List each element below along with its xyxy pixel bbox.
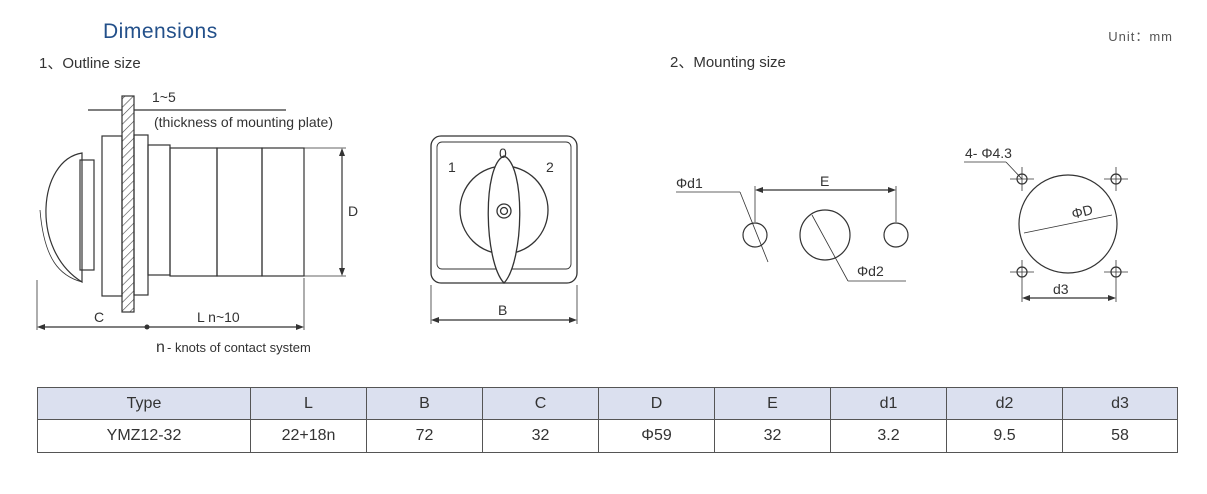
mounting-holes-square [964,161,1128,302]
bezel [101,135,123,297]
cell-d2: 9.5 [946,419,1063,453]
front-view [430,135,578,324]
header-d1: d1 [830,387,947,420]
plate-thickness-note: (thickness of mounting plate) [154,114,333,130]
cell-L: 22+18n [250,419,367,453]
header-C: C [482,387,599,420]
cell-D: Φ59 [598,419,715,453]
mount-label-holes: 4- Φ4.3 [965,145,1012,161]
cell-d1: 3.2 [830,419,947,453]
n-symbol: n [156,339,165,356]
position-2: 2 [546,159,554,175]
header-d3: d3 [1062,387,1178,420]
outline-dimension-D: D [348,203,358,219]
contact-deck-1 [169,147,218,277]
mount-label-D: ΦD [1070,201,1095,222]
contact-deck-2 [216,147,263,277]
header-D: D [598,387,715,420]
plate-thickness-range: 1~5 [152,89,176,105]
mount-label-d1: Φd1 [676,175,703,191]
outline-dimension-C: C [94,309,104,325]
unit-label: Unit：mm [1108,29,1173,44]
body-flange [133,134,149,296]
page-title: Dimensions [103,20,218,43]
mount-label-d2: Φd2 [857,263,884,279]
table-header-row: Type L B C D E d1 d2 d3 [37,387,1178,420]
header-E: E [714,387,831,420]
spec-table: Type L B C D E d1 d2 d3 YMZ12-32 22+18n … [37,387,1178,453]
mounting-size-heading: 2、Mounting size [670,54,786,71]
header-L: L [250,387,367,420]
front-dimension-B: B [498,302,507,318]
mount-label-d3: d3 [1053,281,1069,297]
cell-C: 32 [482,419,599,453]
header-type: Type [37,387,251,420]
knob-dome [45,152,83,284]
mount-label-E: E [820,173,829,189]
position-0: 0 [499,145,507,161]
cell-E: 32 [714,419,831,453]
cell-B: 72 [366,419,483,453]
position-1: 1 [448,159,456,175]
outline-dimension-L: L n~10 [197,309,240,325]
outline-side-view [36,95,346,330]
table-row: YMZ12-32 22+18n 72 32 Φ59 32 3.2 9.5 58 [37,419,1178,453]
header-B: B [366,387,483,420]
knob-neck [79,159,95,271]
outline-size-heading: 1、Outline size [39,55,141,72]
header-d2: d2 [946,387,1063,420]
body-connector [147,144,171,276]
cell-d3: 58 [1062,419,1178,453]
mounting-holes-linear [676,186,909,282]
n-note: - knots of contact system [167,340,311,355]
cell-type: YMZ12-32 [37,419,251,453]
mounting-plate [121,95,135,313]
contact-deck-3 [261,147,305,277]
knob-handle [487,155,521,284]
